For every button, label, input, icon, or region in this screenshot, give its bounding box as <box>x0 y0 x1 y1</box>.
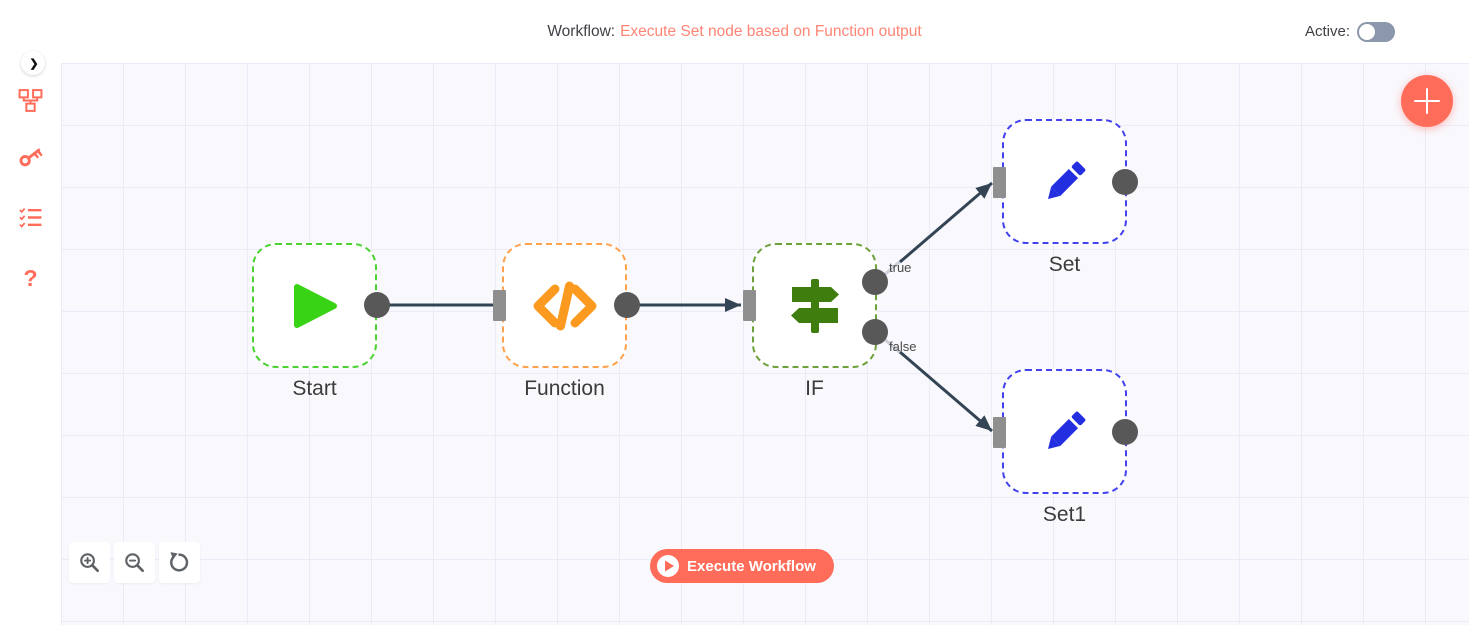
reset-zoom-button[interactable] <box>159 542 200 583</box>
pencil-icon <box>1047 161 1085 199</box>
endpoint-output-if-false[interactable] <box>862 319 888 345</box>
play-circle-icon <box>657 555 679 577</box>
toggle-knob <box>1359 23 1375 40</box>
play-icon <box>293 283 337 328</box>
zoom-controls <box>69 542 200 583</box>
endpoint-input-set[interactable] <box>993 167 1006 198</box>
chevron-right-icon[interactable]: ❯ <box>21 51 45 75</box>
endpoint-output-if-true[interactable] <box>862 269 888 295</box>
endpoint-output-set[interactable] <box>1112 169 1138 195</box>
connection-if-set1-false[interactable] <box>899 350 993 433</box>
plus-icon <box>1414 88 1440 114</box>
node-label: Set1 <box>1042 503 1087 526</box>
node-label: Start <box>292 377 337 400</box>
workflow-title: Workflow:Execute Set node based on Funct… <box>547 23 921 41</box>
active-label: Active: <box>1304 23 1350 40</box>
key-icon <box>19 148 43 166</box>
workflow-name[interactable]: Execute Set node based on Function outpu… <box>620 22 922 40</box>
endpoint-output-set1[interactable] <box>1112 419 1138 445</box>
node-function[interactable]: Function <box>502 243 627 400</box>
connection-true-stub[interactable] <box>882 257 904 278</box>
endpoint-input-function[interactable] <box>493 290 506 321</box>
sidebar-item-executions[interactable] <box>0 197 61 237</box>
active-toggle[interactable] <box>1357 21 1395 42</box>
connection-false-stub[interactable] <box>882 336 904 357</box>
sidebar-item-credentials[interactable] <box>0 136 61 176</box>
zoom-out-icon <box>125 553 144 572</box>
workflow-canvas[interactable]: Start Function IF <box>61 63 1469 625</box>
execute-workflow-button[interactable]: Execute Workflow <box>650 549 834 583</box>
node-label: Set <box>1048 253 1081 276</box>
node-if[interactable]: IF <box>752 243 877 400</box>
checklist-icon <box>19 207 42 228</box>
pencil-icon <box>1047 411 1085 449</box>
signpost-icon <box>790 278 839 333</box>
node-start[interactable]: Start <box>252 243 377 400</box>
branch-label-false: false <box>889 339 917 354</box>
connection-if-set-true[interactable] <box>899 181 993 264</box>
sidebar: ❯ <box>0 51 61 625</box>
node-label: Function <box>524 377 605 400</box>
question-icon: ? <box>23 264 38 291</box>
endpoint-input-set1[interactable] <box>993 417 1006 448</box>
sitemap-icon <box>18 88 43 112</box>
connections-layer <box>377 181 993 433</box>
endpoint-input-if[interactable] <box>743 290 756 321</box>
node-label: IF <box>805 377 824 400</box>
endpoint-output-function[interactable] <box>614 292 640 318</box>
add-node-button[interactable] <box>1401 75 1453 127</box>
top-bar: Workflow:Execute Set node based on Funct… <box>0 0 1469 63</box>
reset-zoom-icon <box>170 552 189 572</box>
sidebar-item-workflows[interactable] <box>0 80 61 120</box>
endpoint-output-start[interactable] <box>364 292 390 318</box>
code-icon <box>533 281 596 330</box>
execute-workflow-label: Execute Workflow <box>687 557 816 575</box>
branch-label-true: true <box>889 260 912 275</box>
active-toggle-group: Active: <box>1305 0 1395 63</box>
node-set[interactable]: Set <box>1002 119 1127 276</box>
sidebar-item-help[interactable]: ? <box>0 258 61 298</box>
workflow-label: Workflow: <box>547 22 616 40</box>
zoom-out-button[interactable] <box>114 542 155 583</box>
zoom-in-icon <box>80 553 99 572</box>
node-set1[interactable]: Set1 <box>1002 369 1127 526</box>
zoom-in-button[interactable] <box>69 542 110 583</box>
